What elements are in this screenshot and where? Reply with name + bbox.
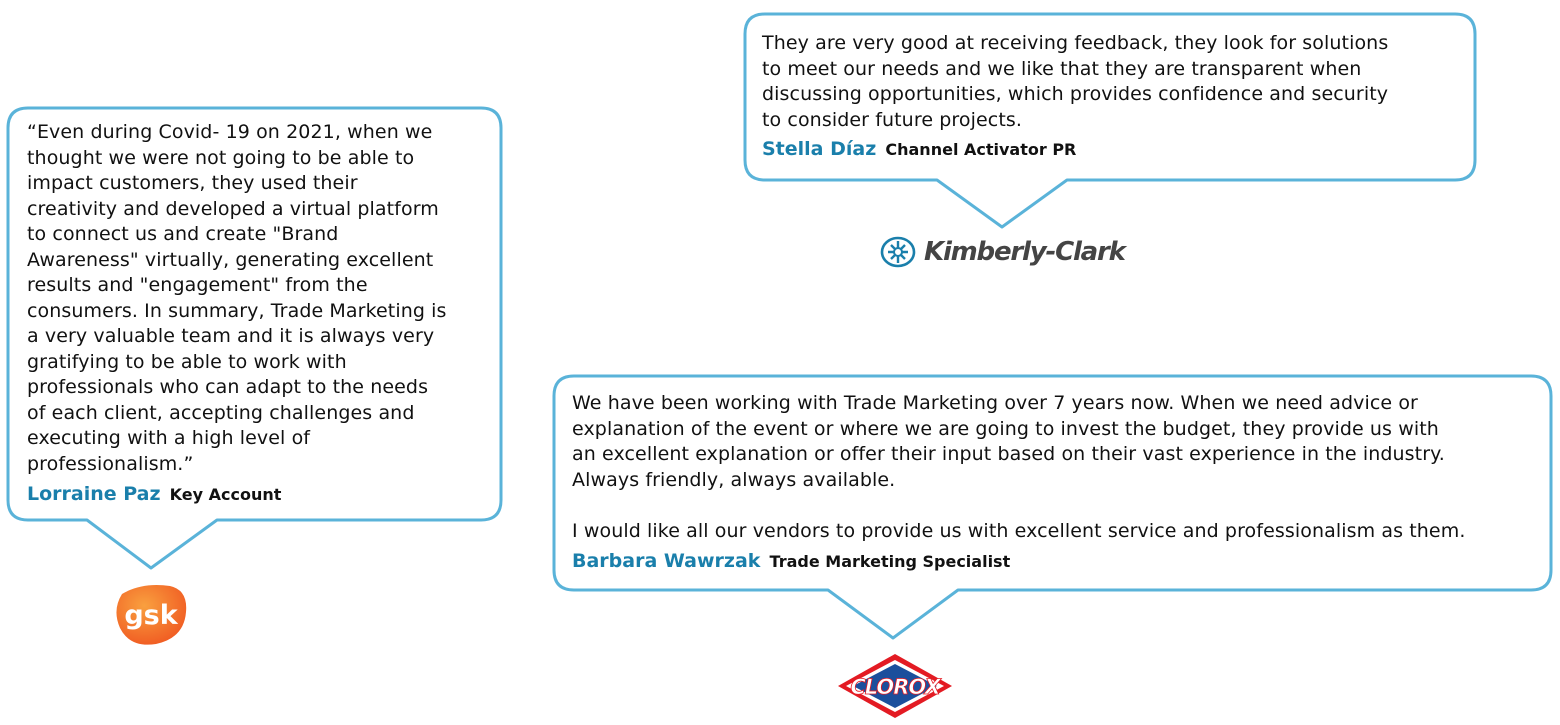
gsk-logo: gsk (116, 585, 187, 645)
testimonial-quote-gsk: “Even during Covid- 19 on 2021, when we … (27, 121, 447, 475)
testimonial-attribution-clorox: Barbara Wawrzak Trade Marketing Speciali… (572, 550, 1010, 572)
testimonial-attribution-gsk: Lorraine Paz Key Account (27, 483, 281, 505)
author-role: Trade Marketing Specialist (769, 552, 1011, 571)
author-role: Key Account (169, 485, 282, 504)
clorox-wordmark: CLOROX (850, 675, 942, 699)
clorox-logo: CLOROX (838, 654, 952, 718)
testimonial-attribution-kimberly-clark: Stella Díaz Channel Activator PR (762, 138, 1076, 160)
kimberly-clark-wordmark: Kimberly-Clark (924, 237, 1126, 267)
author-name: Lorraine Paz (27, 483, 161, 505)
gsk-wordmark: gsk (124, 600, 178, 631)
testimonial-quote-clorox: We have been working with Trade Marketin… (572, 392, 1466, 542)
kimberly-clark-logo: Kimberly-Clark (880, 232, 1140, 272)
kimberly-clark-emblem-icon (880, 236, 916, 268)
author-name: Stella Díaz (762, 138, 877, 160)
author-role: Channel Activator PR (885, 140, 1077, 159)
testimonial-quote-kimberly-clark: They are very good at receiving feedback… (762, 32, 1389, 131)
author-name: Barbara Wawrzak (572, 550, 761, 572)
